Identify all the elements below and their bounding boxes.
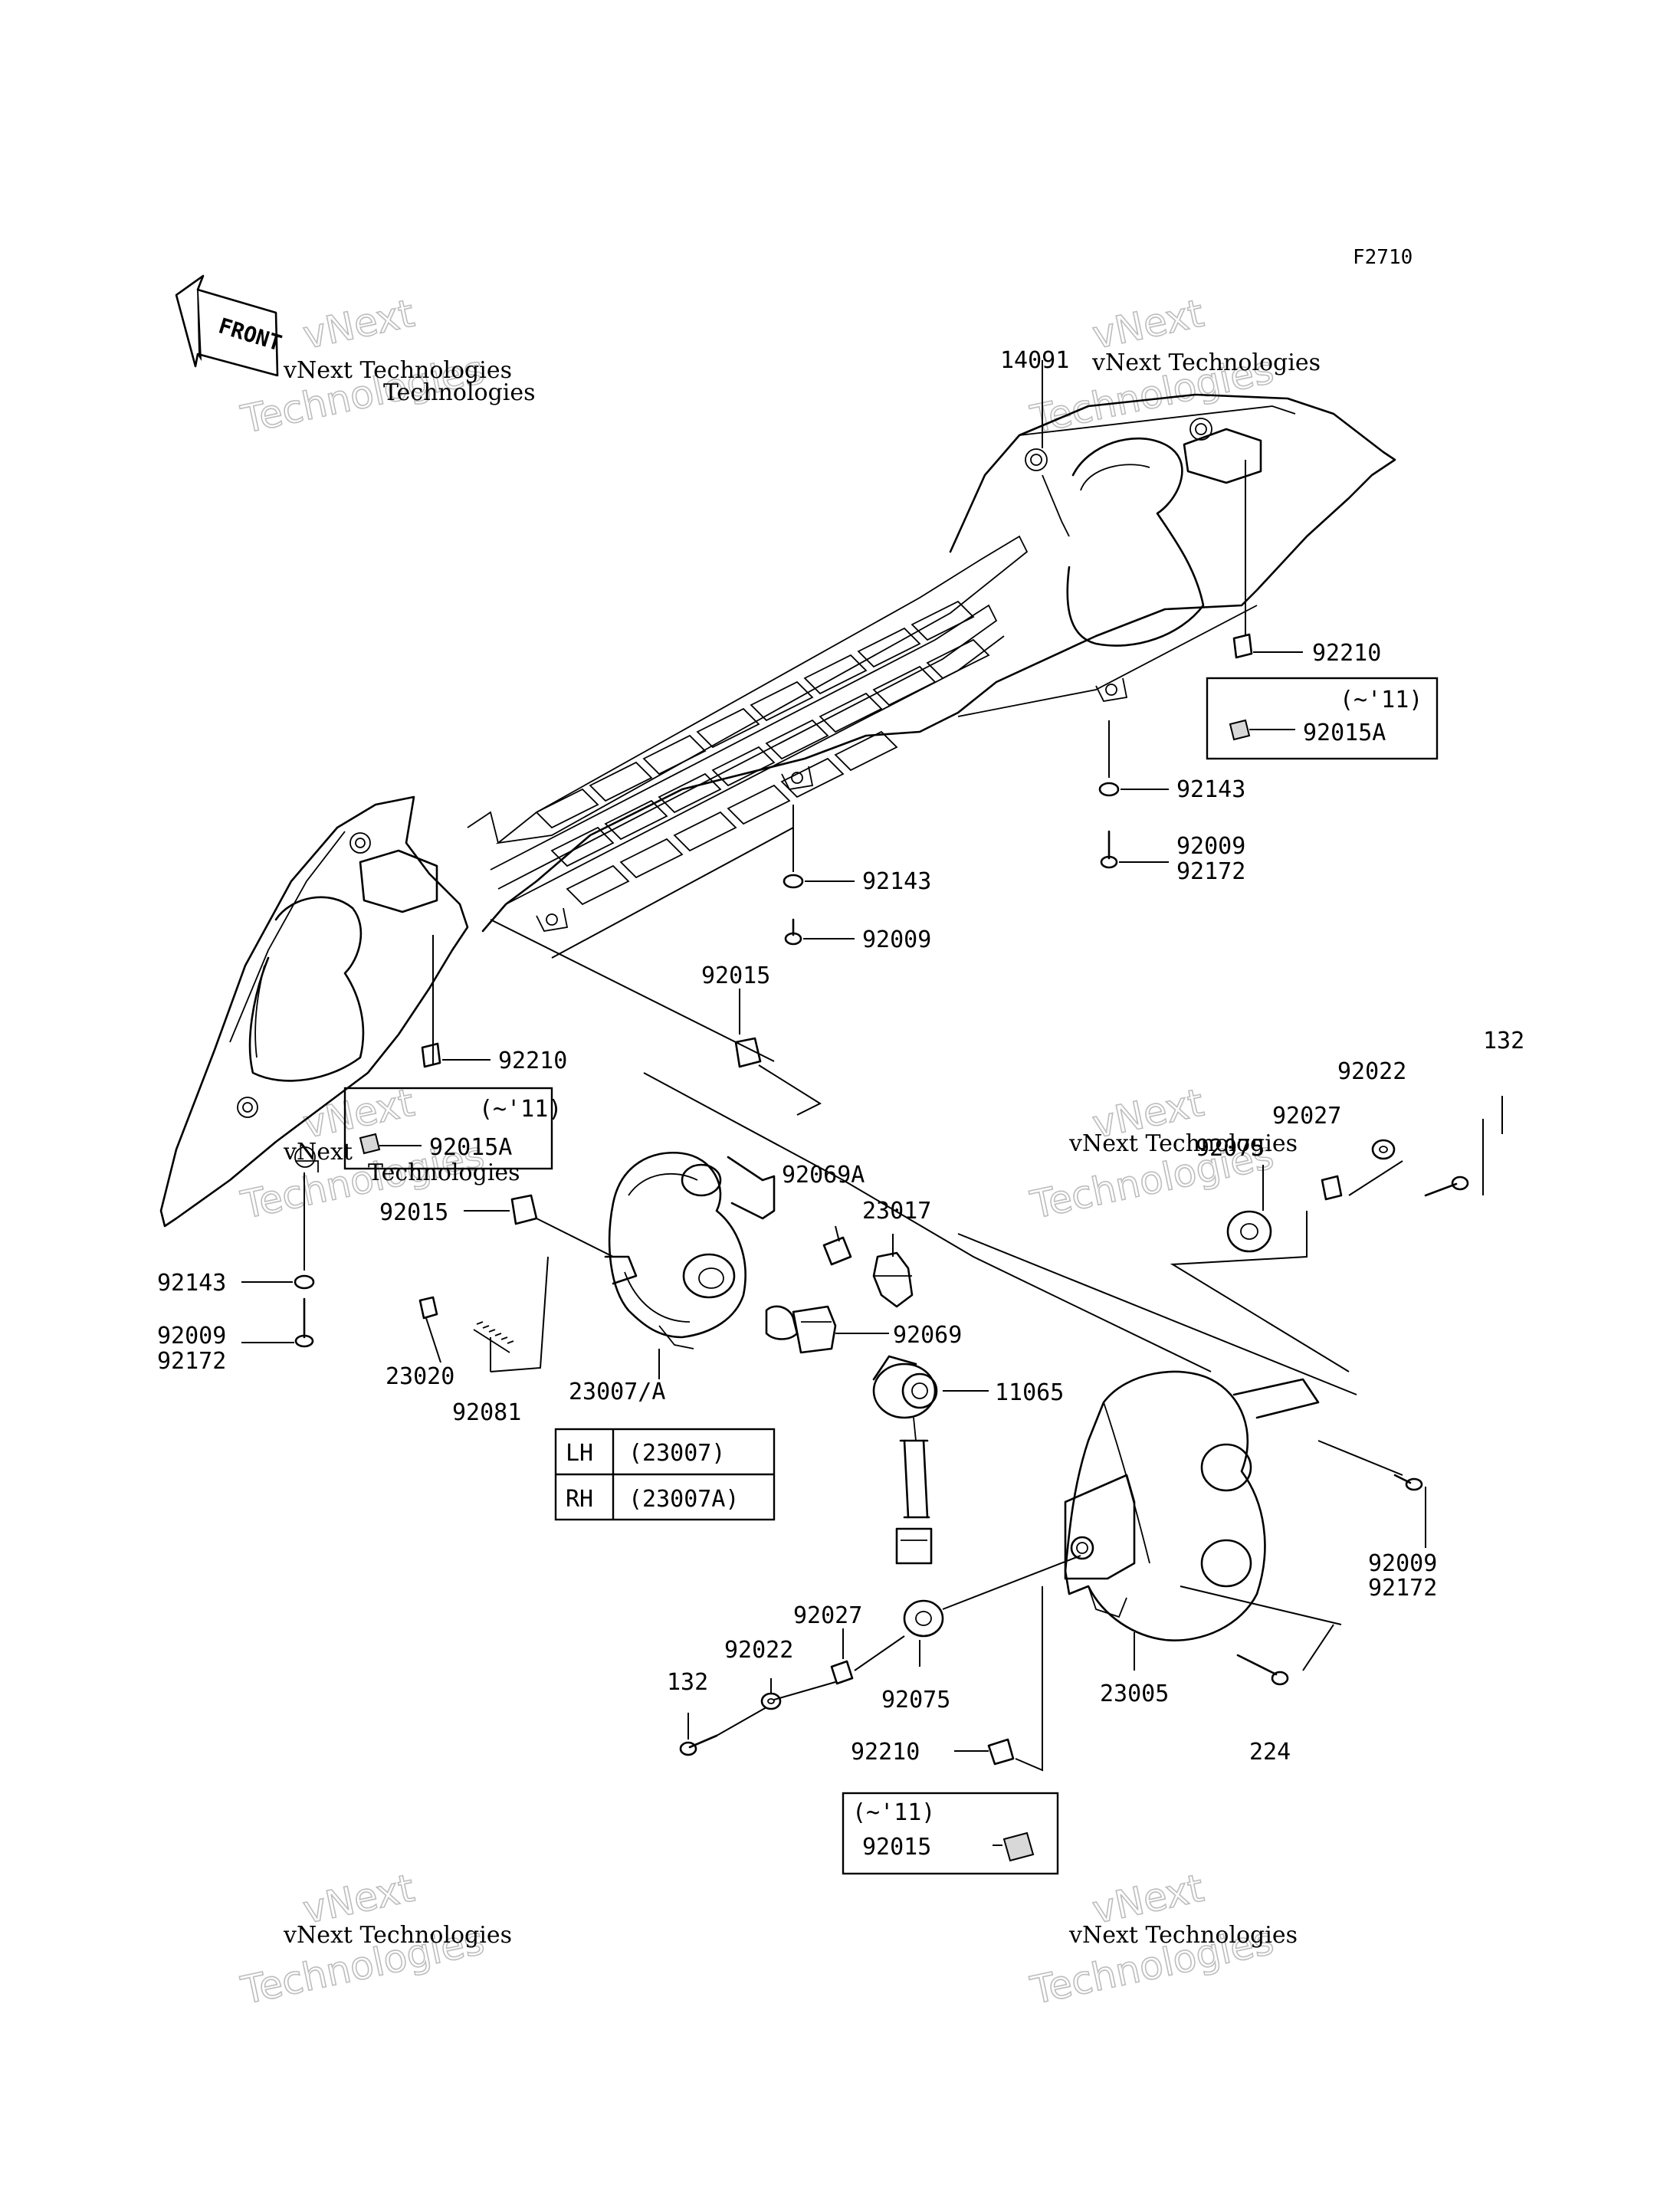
label-92009-right: 92009 bbox=[1176, 833, 1245, 860]
label-92027-low: 92027 bbox=[793, 1602, 862, 1629]
svg-text:vNext: vNext bbox=[299, 291, 418, 358]
variant-note-left: (~'11) bbox=[479, 1096, 562, 1123]
label-92015-bottom: 92015 bbox=[862, 1834, 931, 1861]
table-row-lh-side: LH bbox=[566, 1440, 593, 1467]
label-23020: 23020 bbox=[386, 1363, 454, 1390]
label-92009-left: 92009 bbox=[157, 1323, 226, 1349]
upper-cowl bbox=[159, 393, 1396, 1228]
label-92172-left: 92172 bbox=[157, 1348, 226, 1375]
svg-text:vNext: vNext bbox=[1088, 291, 1207, 358]
variant-box-left: (~'11) bbox=[343, 1087, 562, 1170]
watermark-top-left: vNext Technologies vNext Technologies Te… bbox=[237, 290, 536, 443]
label-11065: 11065 bbox=[995, 1379, 1064, 1406]
svg-text:Technologies: Technologies bbox=[383, 379, 536, 406]
svg-text:Technologies: Technologies bbox=[368, 1159, 520, 1186]
front-arrow-icon: FRONT bbox=[175, 274, 285, 377]
label-92081: 92081 bbox=[452, 1399, 521, 1426]
figure-code: F2710 bbox=[1353, 246, 1413, 269]
label-92143-left: 92143 bbox=[157, 1270, 226, 1297]
watermark-bottom-left: vNext Technologies vNext Technologies bbox=[237, 1865, 512, 2014]
callout-labels: 14091 92210 92015A 92143 92009 92172 921… bbox=[157, 347, 1524, 1861]
label-224: 224 bbox=[1249, 1739, 1291, 1766]
svg-text:vNext Technologies: vNext Technologies bbox=[1068, 1922, 1298, 1949]
label-23007A: 23007/A bbox=[569, 1379, 665, 1405]
variant-box-bottom: (~'11) bbox=[842, 1792, 1059, 1875]
label-92069: 92069 bbox=[893, 1322, 962, 1349]
label-132-low: 132 bbox=[667, 1669, 708, 1696]
label-92075-low: 92075 bbox=[881, 1687, 950, 1713]
label-92015-mid: 92015 bbox=[701, 962, 770, 989]
svg-text:vNext: vNext bbox=[299, 1080, 418, 1147]
headlight-housing-lh bbox=[604, 1151, 776, 1349]
label-92015A-left: 92015A bbox=[429, 1134, 512, 1161]
label-92022-low: 92022 bbox=[724, 1637, 793, 1664]
label-92172-right: 92172 bbox=[1176, 858, 1245, 885]
svg-text:vNext Technologies: vNext Technologies bbox=[283, 1922, 512, 1949]
svg-text:vNext Technologies: vNext Technologies bbox=[1091, 349, 1321, 376]
svg-text:vNext Technologies: vNext Technologies bbox=[283, 357, 512, 384]
leader-lines bbox=[241, 360, 1503, 1846]
label-132-right: 132 bbox=[1483, 1028, 1524, 1054]
table-row-rh-part: (23007A) bbox=[628, 1486, 740, 1513]
grille-cells bbox=[535, 600, 990, 906]
label-23005: 23005 bbox=[1100, 1681, 1169, 1707]
label-14091: 14091 bbox=[1000, 347, 1069, 374]
label-92172-br: 92172 bbox=[1368, 1575, 1437, 1602]
variant-note-bottom: (~'11) bbox=[852, 1799, 935, 1826]
hardware bbox=[294, 633, 1469, 1862]
table-row-rh-side: RH bbox=[566, 1486, 593, 1513]
variant-note-right: (~'11) bbox=[1340, 687, 1422, 713]
bulb-assembly bbox=[765, 1236, 938, 1565]
label-92015A-right: 92015A bbox=[1303, 720, 1386, 746]
watermark-bottom-right: vNext Technologies vNext Technologies bbox=[1026, 1865, 1298, 2014]
label-23017: 23017 bbox=[862, 1198, 931, 1225]
label-92009-br: 92009 bbox=[1368, 1550, 1437, 1577]
variant-box-right: (~'11) bbox=[1206, 677, 1439, 760]
watermark-top-right: vNext Technologies vNext Technologies bbox=[1026, 290, 1321, 443]
label-92210-top: 92210 bbox=[1312, 640, 1381, 667]
label-92210-left: 92210 bbox=[498, 1048, 567, 1074]
label-92075-right: 92075 bbox=[1196, 1135, 1265, 1162]
front-arrow-label: FRONT bbox=[215, 313, 284, 356]
lh-rh-table: LH (23007) RH (23007A) bbox=[554, 1428, 776, 1521]
label-92027-right: 92027 bbox=[1272, 1103, 1341, 1130]
label-92009-mid: 92009 bbox=[862, 926, 931, 953]
table-row-lh-part: (23007) bbox=[628, 1440, 725, 1467]
label-92069A: 92069A bbox=[782, 1162, 865, 1189]
label-92143-right: 92143 bbox=[1176, 776, 1245, 803]
label-92022-right: 92022 bbox=[1337, 1058, 1406, 1085]
label-92210-bottom: 92210 bbox=[851, 1739, 920, 1766]
label-92143-mid: 92143 bbox=[862, 868, 931, 895]
label-92015-left: 92015 bbox=[379, 1199, 448, 1226]
svg-text:vNext Technologies: vNext Technologies bbox=[1068, 1130, 1298, 1157]
headlight-housing-rh bbox=[1064, 1370, 1320, 1641]
